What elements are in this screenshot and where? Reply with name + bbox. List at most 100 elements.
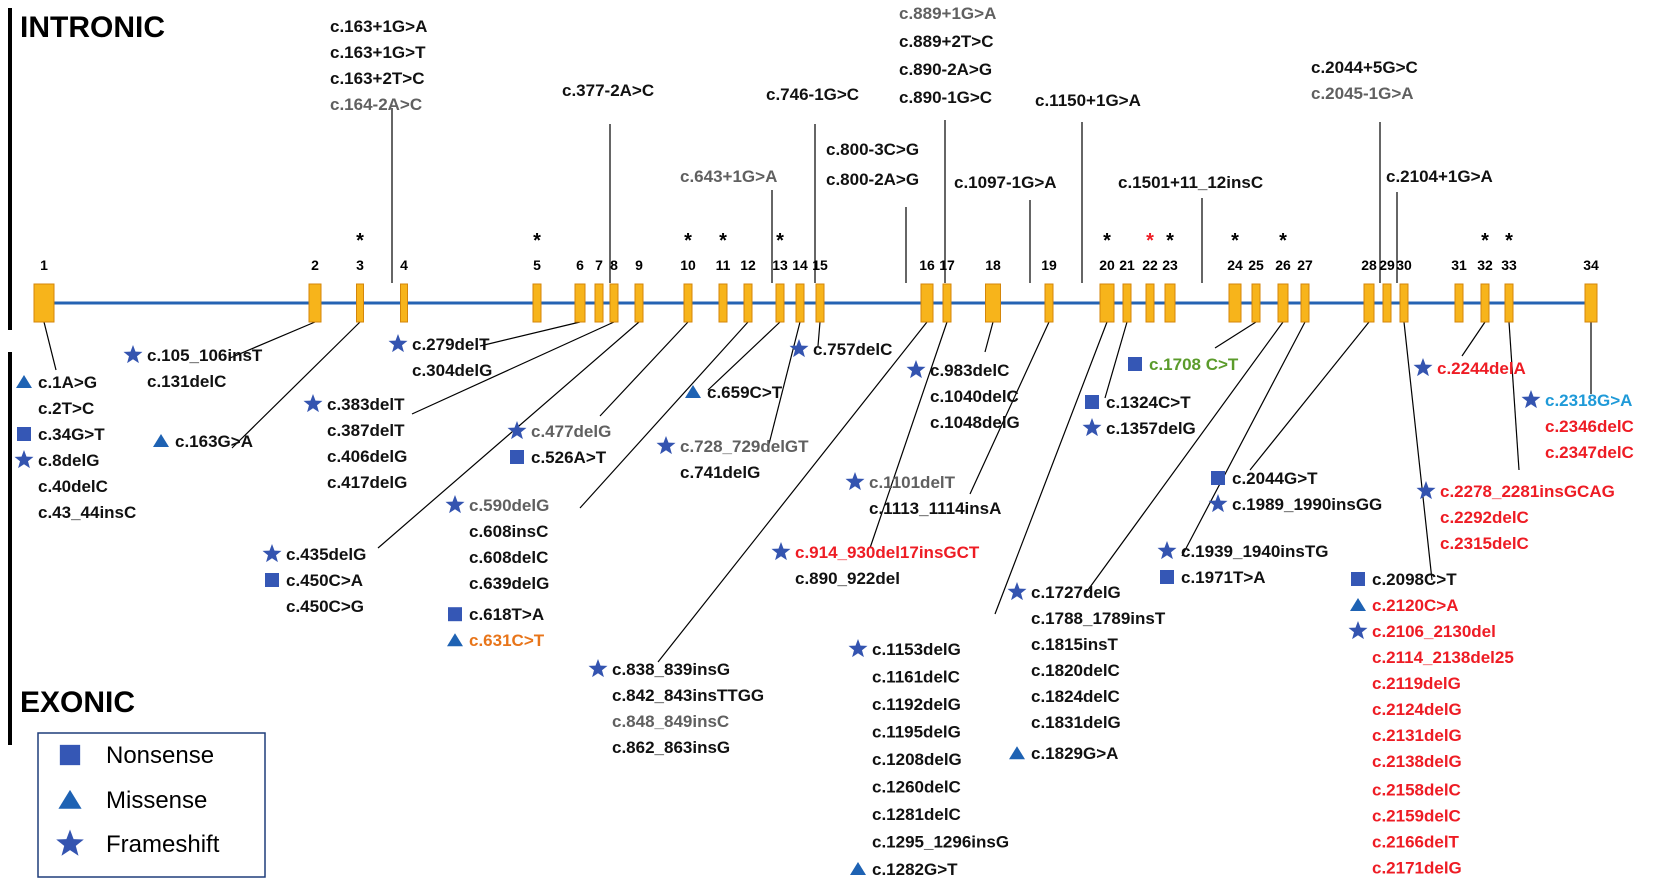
exon-23-number: 23 — [1162, 257, 1178, 273]
exonic-variant-label: c.2346delC — [1545, 417, 1634, 436]
exonic-variant-label: c.1195delG — [872, 723, 961, 742]
exonic-variant-label: c.2044G>T — [1232, 469, 1318, 488]
asterisk-exon-10: * — [684, 230, 692, 252]
exon-19-box — [1044, 283, 1054, 323]
exonic-variant-label: c.1A>G — [38, 373, 97, 392]
exonic-variant-label: c.2131delG — [1372, 726, 1462, 745]
exonic-group-exon-28: c.2044G>T c.1989_1990insGG — [1208, 469, 1382, 514]
exonic-variant-label: c.1161delC — [872, 668, 960, 687]
exon-12-box — [743, 283, 753, 323]
missense-triangle-icon — [1009, 746, 1025, 760]
exonic-variant-label: c.1295_1296insG — [872, 833, 1009, 852]
frameshift-star-icon — [771, 542, 791, 561]
exonic-variant-label: c.2166delT — [1372, 833, 1460, 852]
exonic-variant-label: c.914_930del17insGCT — [795, 543, 980, 562]
exon-27-number: 27 — [1297, 257, 1313, 273]
exonic-variant-label: c.1208delG — [872, 750, 962, 769]
exonic-variant-label: c.2138delG — [1372, 752, 1462, 771]
frameshift-star-icon — [14, 450, 34, 469]
intronic-variant-label: c.164-2A>C — [330, 95, 422, 114]
exonic-group-exon-1: c.1A>Gc.2T>Cc.34G>Tc.8delGc.40delCc.43_4… — [14, 373, 136, 522]
frameshift-star-icon — [388, 334, 408, 353]
intronic-variant-label: c.163+2T>C — [330, 69, 425, 88]
frameshift-star-icon — [1521, 390, 1541, 409]
exonic-variant-label: c.608delC — [469, 548, 548, 567]
exonic-variant-label: c.1281delC — [872, 805, 961, 824]
exonic-variant-label: c.1989_1990insGG — [1232, 495, 1382, 514]
exon-17-number: 17 — [939, 257, 955, 273]
exonic-variant-label: c.838_839insG — [612, 660, 730, 679]
exonic-variant-label: c.1260delC — [872, 778, 961, 797]
exonic-variant-label: c.1708 C>T — [1149, 355, 1239, 374]
exonic-variant-label: c.848_849insC — [612, 712, 729, 731]
exonic-variant-label: c.631C>T — [469, 631, 545, 650]
exon-29-number: 29 — [1379, 257, 1395, 273]
exon-9-box — [634, 283, 644, 323]
frameshift-star-icon — [123, 345, 143, 364]
exonic-variant-label: c.477delG — [531, 422, 611, 441]
intronic-variant-label: c.890-1G>C — [899, 88, 992, 107]
intronic-variant-label: c.2044+5G>C — [1311, 58, 1418, 77]
exonic-connector-line — [707, 321, 781, 391]
exonic-variant-label: c.387delT — [327, 421, 405, 440]
exonic-variant-label: c.890_922del — [795, 569, 900, 588]
exon-34-number: 34 — [1583, 257, 1599, 273]
exon-14-number: 14 — [792, 257, 808, 273]
exonic-group-exon-16: c.838_839insGc.842_843insTTGGc.848_849in… — [588, 659, 764, 757]
exon-10-box — [683, 283, 693, 323]
exon-16-box — [920, 283, 934, 323]
exonic-connector-line — [579, 321, 749, 509]
exonic-variant-label: c.279delT — [412, 335, 490, 354]
intronic-variant-label: c.1097-1G>A — [954, 173, 1057, 192]
exon-11-box — [718, 283, 728, 323]
exon-32-box — [1480, 283, 1490, 323]
exonic-group-exon-25: c.1708 C>T — [1128, 355, 1239, 374]
exonic-variant-label: c.618T>A — [469, 605, 544, 624]
exon-4-box — [400, 283, 408, 323]
missense-triangle-icon — [1350, 598, 1366, 611]
exonic-connector-line — [969, 321, 1050, 495]
intronic-group-1: c.163+1G>Ac.163+1G>Tc.163+2T>Cc.164-2A>C — [330, 17, 427, 114]
exonic-variant-label: c.105_106insT — [147, 346, 263, 365]
asterisk-layer: ************ — [356, 230, 1513, 252]
exonic-variant-label: c.8delG — [38, 451, 99, 470]
exonic-connector-line — [657, 321, 928, 663]
exonic-variant-label: c.406delG — [327, 447, 407, 466]
exonic-variant-label: c.659C>T — [707, 383, 783, 402]
frameshift-star-icon — [303, 394, 323, 413]
exonic-connector-line — [767, 321, 801, 449]
exon-15-number: 15 — [812, 257, 828, 273]
frameshift-star-icon — [1208, 494, 1228, 513]
exonic-variant-label: c.983delC — [930, 361, 1009, 380]
exon-34-box — [1584, 283, 1598, 323]
nonsense-square-icon — [510, 450, 524, 464]
exon-31-number: 31 — [1451, 257, 1467, 273]
exon-8-number: 8 — [610, 257, 618, 273]
asterisk-exon-23: * — [1166, 230, 1174, 252]
exonic-variant-label: c.2124delG — [1372, 700, 1462, 719]
exonic-group-exon-17: c.914_930del17insGCT c.890_922del — [771, 542, 980, 588]
exon-6-number: 6 — [576, 257, 584, 273]
legend-frameshift-label: Frameshift — [106, 831, 220, 858]
missense-triangle-icon — [16, 375, 32, 388]
exon-33-number: 33 — [1501, 257, 1517, 273]
intronic-variant-label: c.2045-1G>A — [1311, 84, 1414, 103]
exonic-variant-label: c.1971T>A — [1181, 568, 1266, 587]
asterisk-exon-5: * — [533, 230, 541, 252]
nonsense-square-icon — [448, 607, 462, 622]
exonic-group-exon-26: c.1727delGc.1788_1789insTc.1815insTc.182… — [1007, 582, 1166, 763]
exon-28-box — [1363, 283, 1375, 323]
frameshift-star-icon — [848, 639, 868, 658]
exonic-variant-label: c.2106_2130del — [1372, 622, 1496, 641]
missense-triangle-icon — [850, 862, 866, 875]
legend-nonsense-label: Nonsense — [106, 742, 214, 769]
exonic-variants-layer: c.1A>Gc.2T>Cc.34G>Tc.8delGc.40delCc.43_4… — [14, 334, 1634, 879]
exon-33-box — [1504, 283, 1514, 323]
exon-32-number: 32 — [1477, 257, 1493, 273]
exonic-variant-label: c.450C>A — [286, 571, 363, 590]
exonic-variant-label: c.1324C>T — [1106, 393, 1191, 412]
